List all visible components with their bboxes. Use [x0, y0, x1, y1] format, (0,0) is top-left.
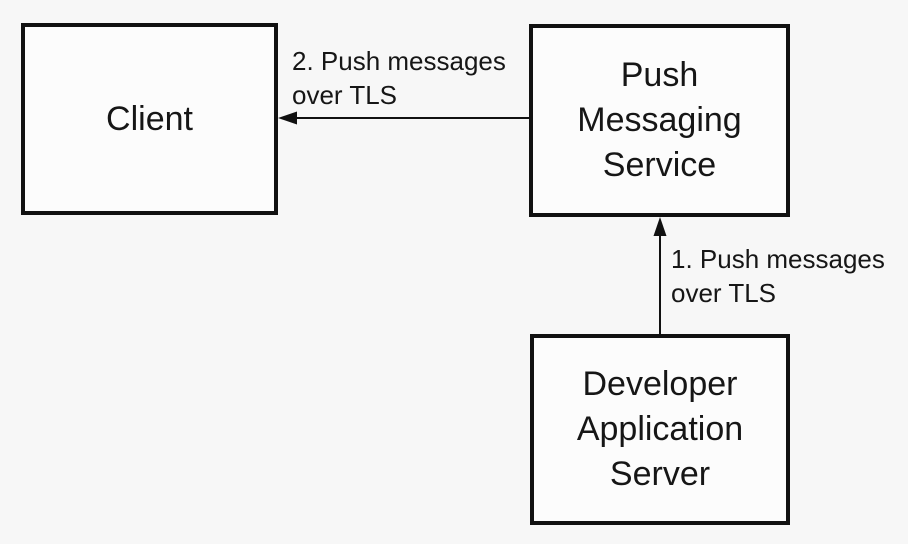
node-label-line: Application [576, 410, 744, 448]
edge-label-line: over TLS [292, 80, 398, 110]
node-client-label: Client [106, 99, 193, 138]
edge-label-line: 2. Push messages [292, 46, 506, 76]
node-label-line: Messaging [577, 101, 742, 139]
arrow-app-server-to-push-service [653, 217, 667, 334]
edge-label-line: over TLS [671, 278, 777, 308]
node-label-line: Service [602, 146, 717, 184]
edge-label-line: 1. Push messages [671, 244, 885, 274]
arrow-push-service-to-client [278, 111, 529, 125]
node-developer-application-server-label: Developer Application Server [577, 362, 743, 497]
node-client: Client [21, 23, 278, 215]
edge-label-app-server-to-push-service: 1. Push messages over TLS [671, 242, 885, 310]
node-label-line: Push [620, 56, 699, 94]
node-label-line: Server [609, 455, 711, 493]
node-push-messaging-service: Push Messaging Service [529, 24, 790, 217]
node-label-line: Developer [582, 365, 738, 403]
node-developer-application-server: Developer Application Server [530, 334, 790, 525]
edge-label-push-service-to-client: 2. Push messages over TLS [292, 44, 506, 112]
node-push-messaging-service-label: Push Messaging Service [577, 53, 741, 188]
